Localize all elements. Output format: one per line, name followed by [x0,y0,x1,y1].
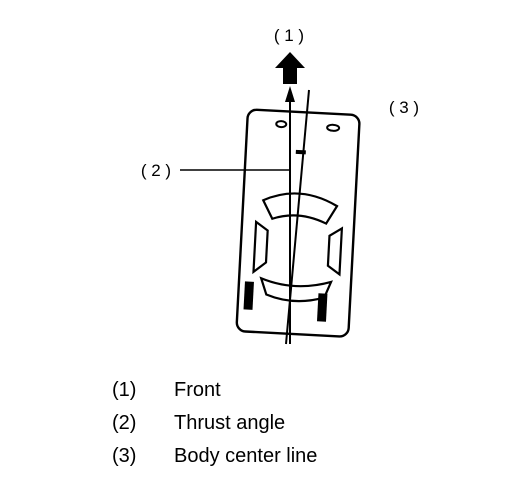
callout-body-center-line: ( 3 ) [389,98,419,117]
legend-text: Thrust angle [174,412,286,434]
callout-front: ( 1 ) [274,26,304,45]
thrust-line-arrowhead [285,86,295,102]
right-headlamp [326,123,341,132]
legend-number: (3) [112,445,137,467]
legend: (1) Front (2) Thrust angle (3) Body cent… [112,374,317,473]
right-window [326,226,344,277]
windshield [261,192,339,225]
left-headlamp [275,120,288,129]
rear-window [259,276,333,303]
callout-thrust-angle: ( 2 ) [141,161,171,180]
legend-item: (2) Thrust angle [112,407,317,440]
legend-text: Body center line [174,445,318,467]
legend-number: (2) [112,412,137,434]
left-window [252,219,269,275]
legend-item: (1) Front [112,374,317,407]
left-rear-wheel [243,281,254,310]
vehicle-body [235,108,361,338]
legend-number: (1) [112,379,137,401]
right-rear-wheel [316,293,328,322]
front-direction-arrow [275,52,305,84]
legend-text: Front [174,379,221,401]
legend-item: (3) Body center line [112,440,317,473]
